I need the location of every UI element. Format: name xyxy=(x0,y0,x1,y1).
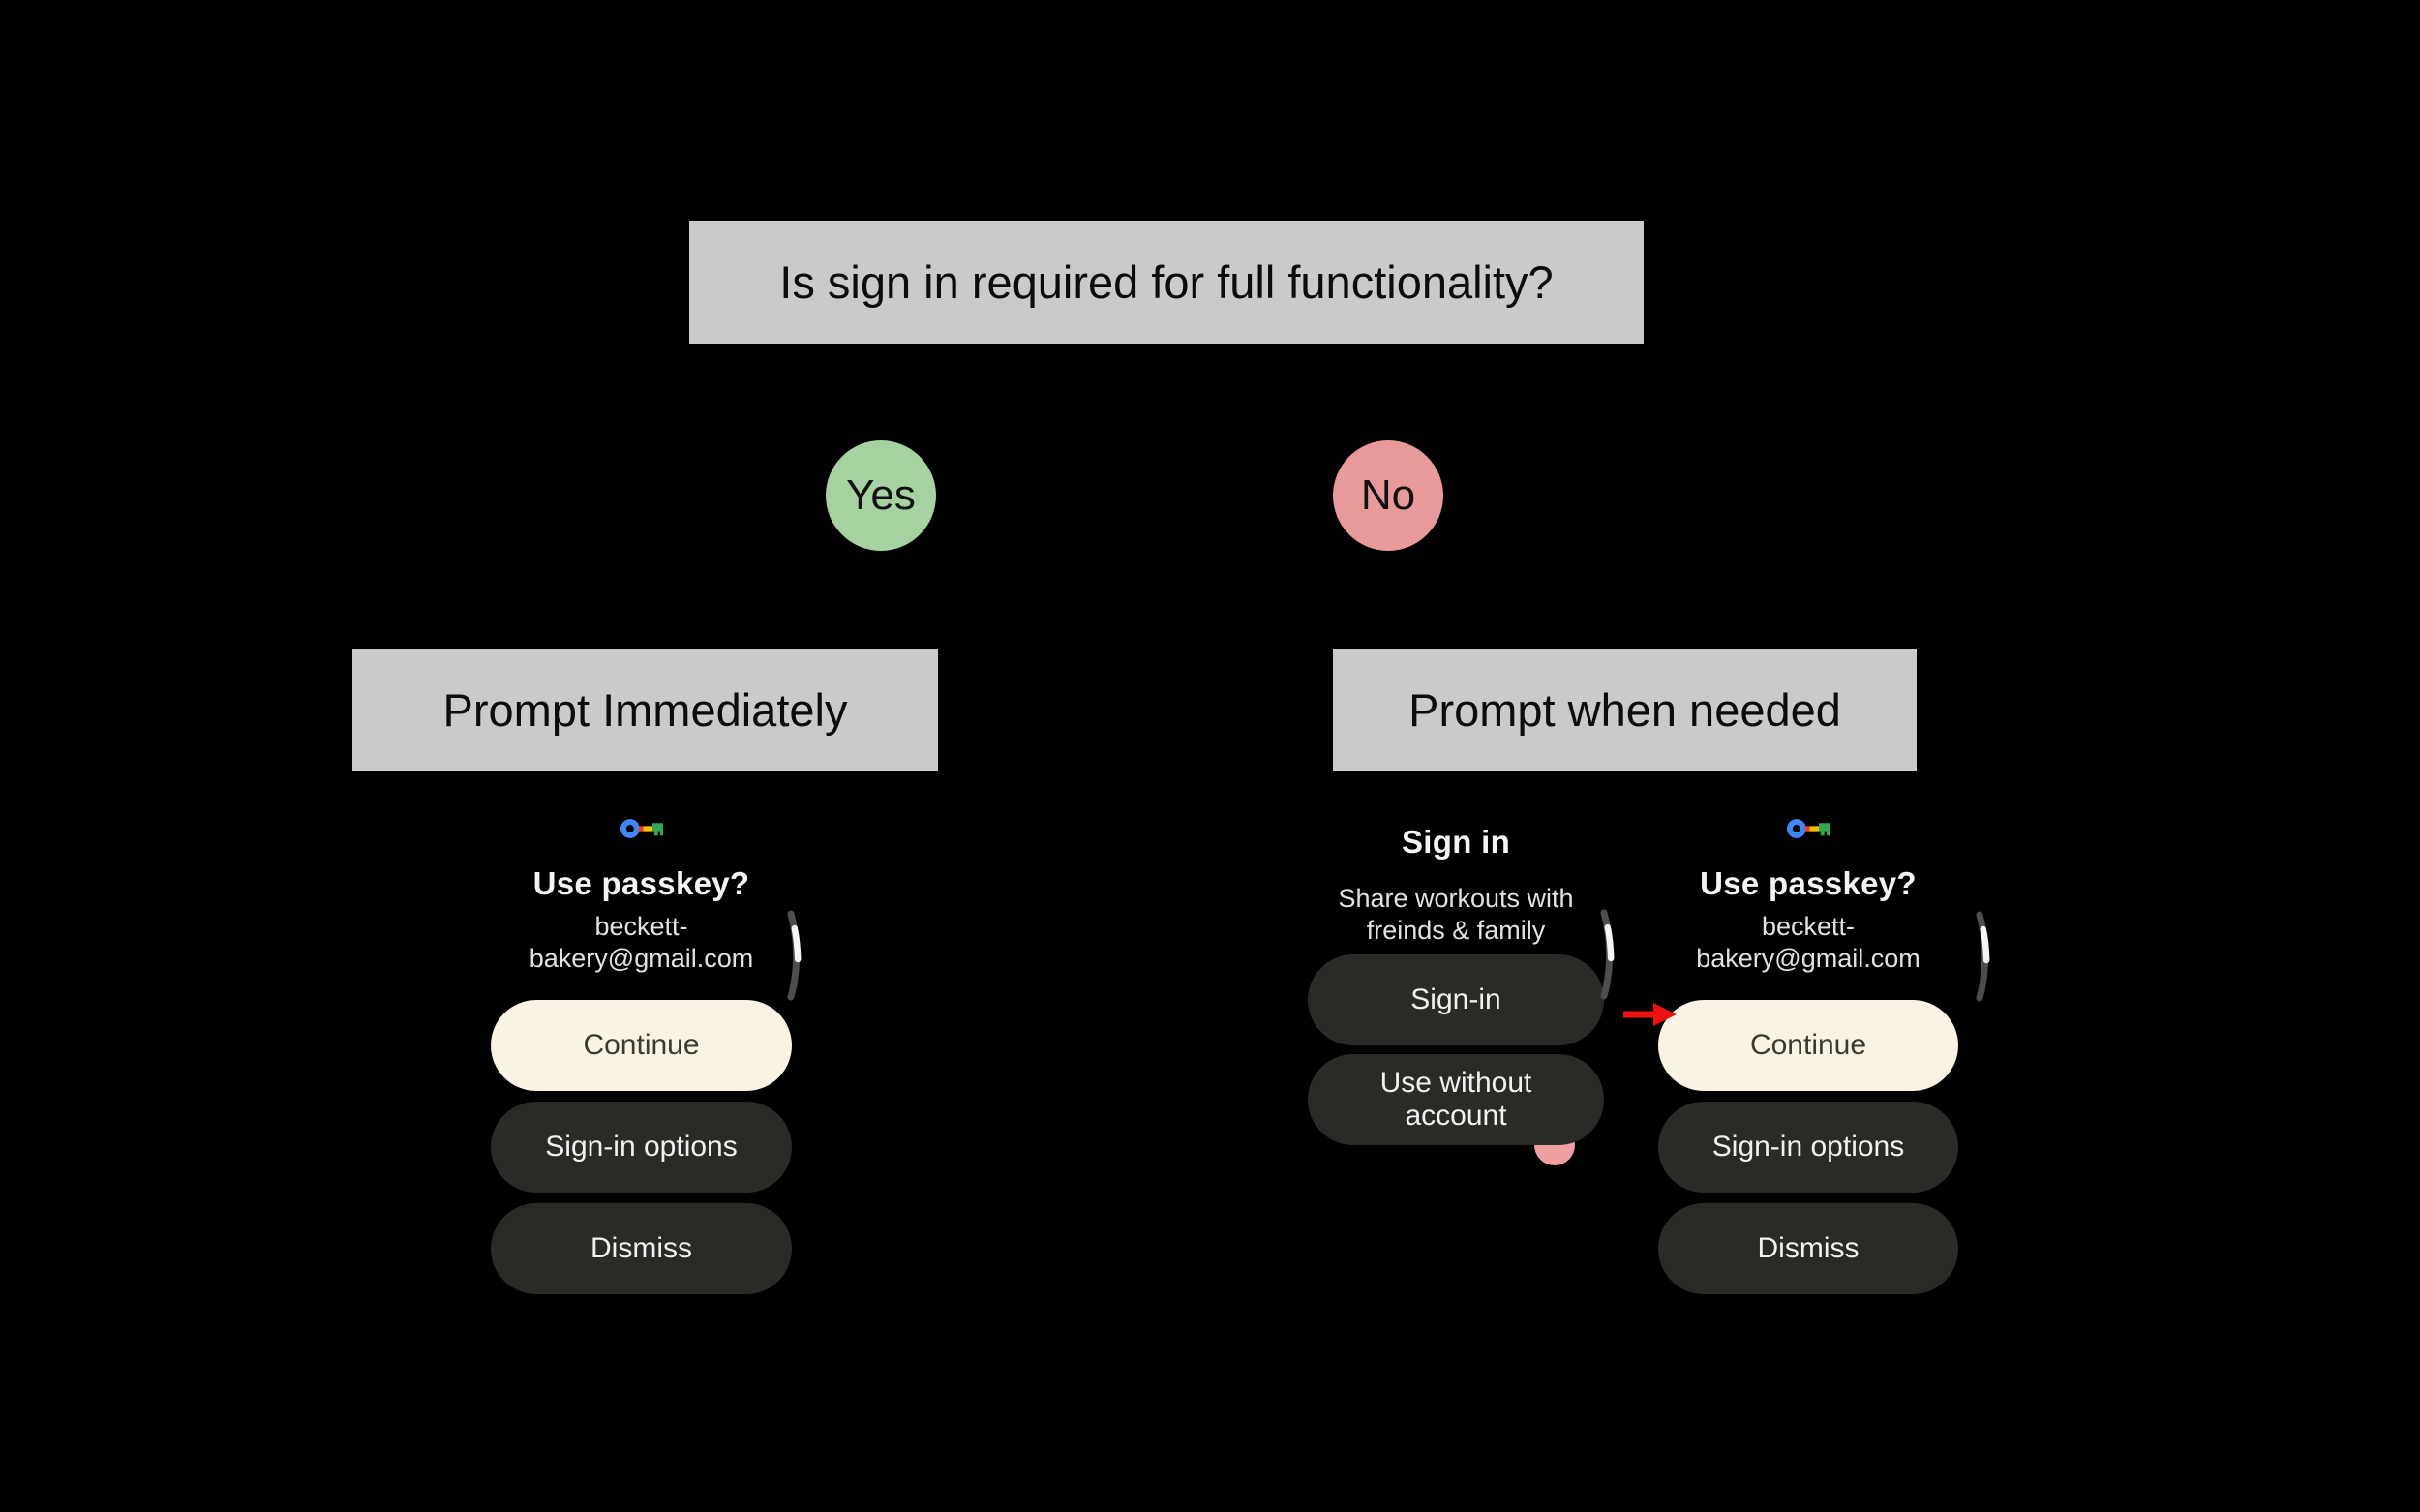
watch-dialog-passkey-right: Use passkey? beckett-bakery@gmail.com Co… xyxy=(1658,813,1958,1294)
outcome-node-prompt-immediately: Prompt Immediately xyxy=(352,649,938,771)
watch-dialog-passkey-left: Use passkey? beckett-bakery@gmail.com Co… xyxy=(491,813,792,1294)
passkey-key-icon xyxy=(620,818,663,839)
dismiss-label: Dismiss xyxy=(590,1232,692,1264)
dismiss-button[interactable]: Dismiss xyxy=(1658,1203,1958,1294)
watch-dialog-sign-in: Sign in Share workouts with freinds & fa… xyxy=(1308,813,1604,1165)
scroll-indicator xyxy=(1600,909,1615,1000)
dialog-title: Use passkey? xyxy=(532,865,750,901)
dialog-description: Share workouts with freinds & family xyxy=(1338,884,1574,945)
signin-options-label: Sign-in options xyxy=(545,1131,738,1163)
continue-label: Continue xyxy=(1749,1029,1867,1061)
flow-arrow-icon xyxy=(1623,1003,1677,1026)
outcome-node-prompt-when-needed: Prompt when needed xyxy=(1333,649,1917,771)
continue-button[interactable]: Continue xyxy=(491,1000,792,1091)
passkey-key-icon xyxy=(1786,818,1830,839)
continue-button[interactable]: Continue xyxy=(1658,1000,1958,1091)
account-email: beckett-bakery@gmail.com xyxy=(1696,912,1921,973)
branch-no-node: No xyxy=(1333,440,1443,551)
no-label: No xyxy=(1360,471,1416,519)
dialog-title: Sign in xyxy=(1401,824,1511,860)
sign-in-label: Sign-in xyxy=(1410,983,1501,1015)
signin-options-button[interactable]: Sign-in options xyxy=(1658,1102,1958,1193)
use-without-account-button[interactable]: Use without account xyxy=(1308,1054,1604,1145)
yes-label: Yes xyxy=(846,471,916,519)
sign-in-button[interactable]: Sign-in xyxy=(1308,954,1604,1165)
use-without-account-label: Use without account xyxy=(1379,1067,1532,1132)
scroll-indicator xyxy=(787,910,802,1001)
branch-yes-node: Yes xyxy=(826,440,936,551)
outcome-when-needed-label: Prompt when needed xyxy=(1408,684,1841,736)
scroll-indicator xyxy=(1976,911,1990,1002)
continue-label: Continue xyxy=(583,1029,700,1061)
account-email: beckett-bakery@gmail.com xyxy=(529,912,754,973)
signin-options-label: Sign-in options xyxy=(1711,1131,1905,1163)
question-node: Is sign in required for full functionali… xyxy=(689,221,1644,344)
signin-options-button[interactable]: Sign-in options xyxy=(491,1102,792,1193)
question-label: Is sign in required for full functionali… xyxy=(779,257,1554,308)
dialog-title: Use passkey? xyxy=(1700,865,1917,901)
outcome-immediate-label: Prompt Immediately xyxy=(442,684,848,736)
dismiss-button[interactable]: Dismiss xyxy=(491,1203,792,1294)
dismiss-label: Dismiss xyxy=(1757,1232,1860,1264)
